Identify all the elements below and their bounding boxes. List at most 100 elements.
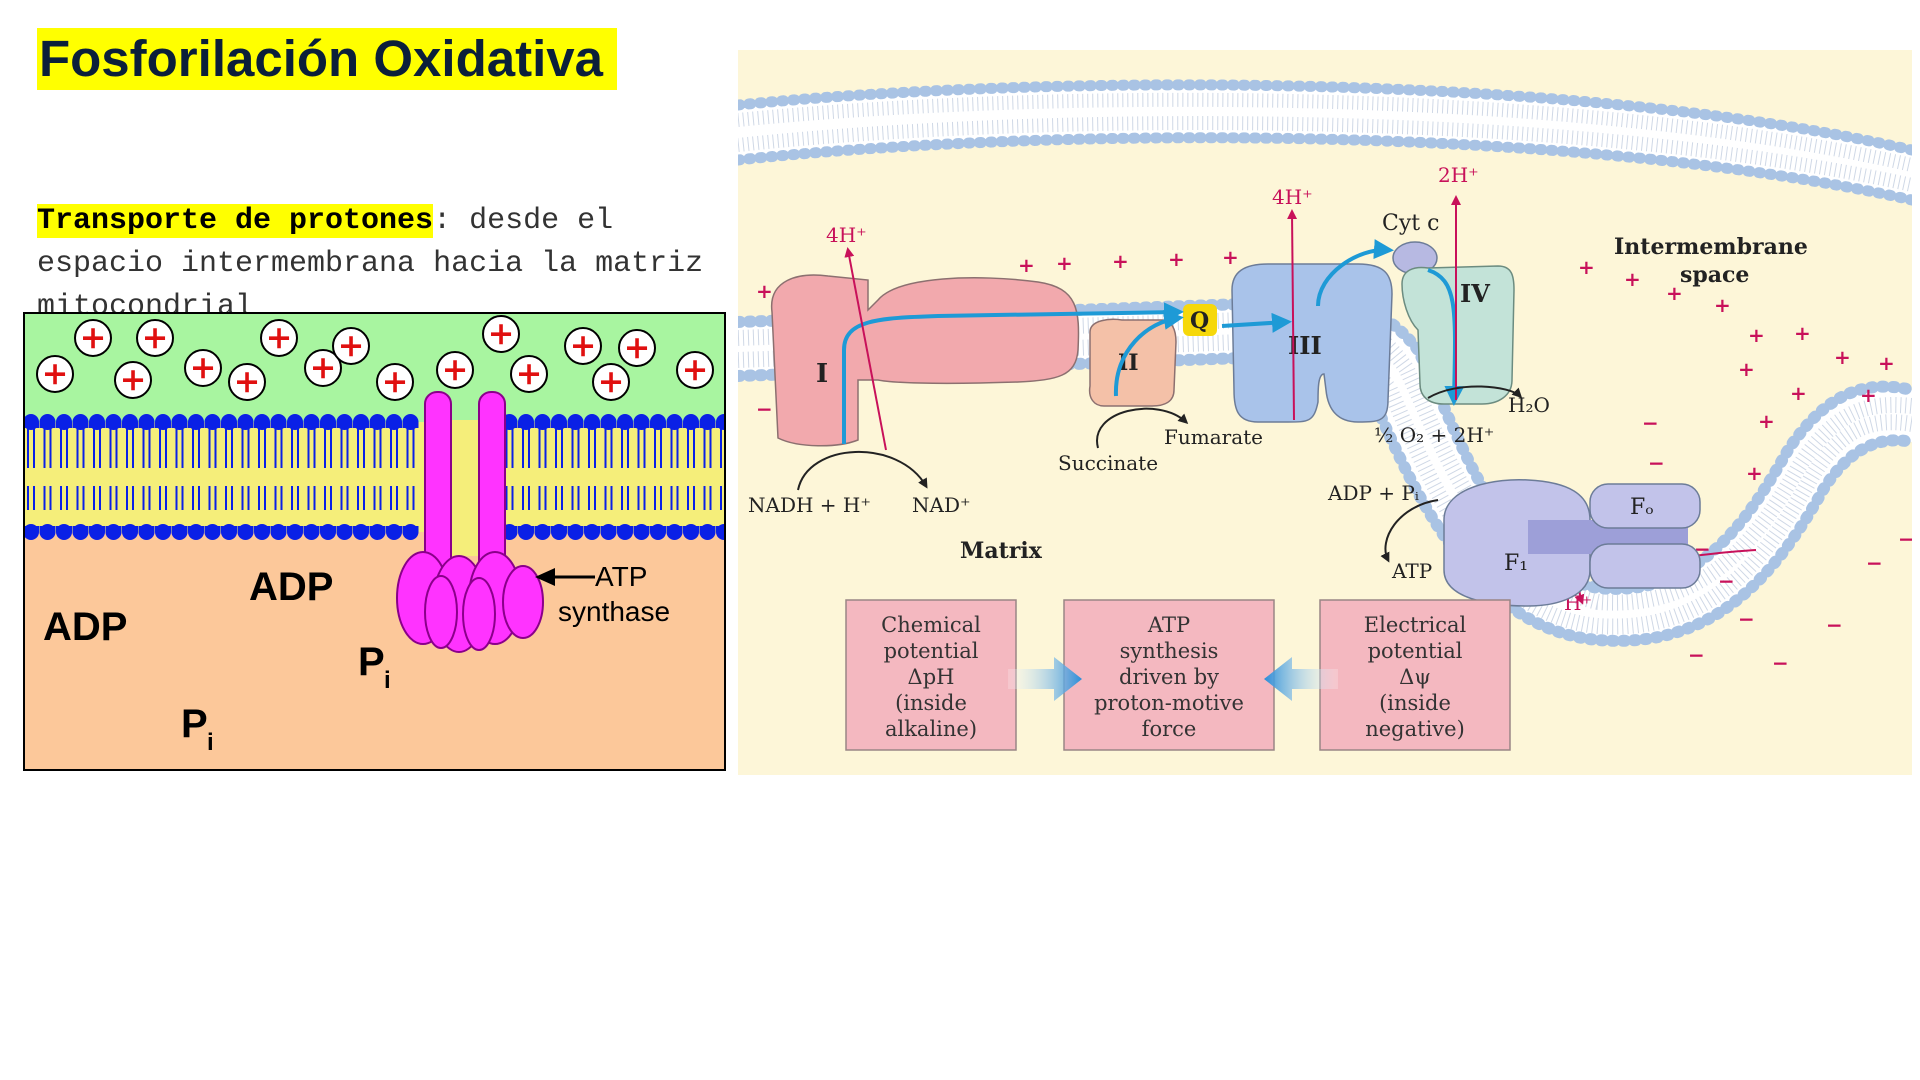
svg-text:+: + (234, 362, 261, 400)
water-label: H₂O (1508, 393, 1550, 417)
svg-text:−: − (756, 397, 773, 421)
svg-text:+: + (190, 348, 217, 386)
body-paragraph: Transporte de protones: desde el espacio… (37, 200, 737, 329)
proton: + (332, 326, 370, 365)
adp-pi-label: ADP + Pᵢ (1327, 481, 1419, 505)
complex-iv-label: IV (1460, 279, 1490, 308)
svg-text:+: + (1834, 345, 1851, 369)
proton: + (74, 318, 112, 357)
atp-label: ATP (595, 561, 647, 592)
proton: + (228, 362, 266, 401)
svg-text:synthesis: synthesis (1120, 639, 1219, 663)
svg-text:+: + (1860, 383, 1877, 407)
matrix-region (23, 532, 726, 771)
svg-text:potential: potential (1368, 639, 1463, 663)
proton: + (260, 318, 298, 357)
svg-text:+: + (1056, 251, 1073, 275)
svg-text:Chemical: Chemical (881, 613, 981, 637)
f1-label: F₁ (1504, 551, 1528, 576)
complex-iv: IV (1401, 265, 1515, 405)
svg-text:P: P (358, 640, 385, 684)
atp-product-label: ATP (1391, 559, 1432, 583)
svg-text:+: + (1758, 409, 1775, 433)
svg-text:+: + (1794, 321, 1811, 345)
svg-text:+: + (42, 354, 69, 392)
h-label-complex-i: 4H⁺ (826, 223, 867, 247)
reaction-arrows (797, 385, 1523, 563)
phosphate-label-upper: P i (358, 640, 391, 694)
proton: + (184, 348, 222, 387)
svg-text:+: + (1746, 461, 1763, 485)
arrow-electrical-to-synthesis (1264, 657, 1338, 701)
svg-text:Electrical: Electrical (1364, 613, 1467, 637)
svg-text:potential: potential (884, 639, 979, 663)
phosphate-label-lower: P i (181, 702, 214, 756)
complex-i-label: I (816, 359, 828, 389)
svg-text:force: force (1142, 717, 1197, 741)
proton: + (304, 348, 342, 387)
svg-text:+: + (338, 326, 365, 364)
svg-text:+: + (1624, 267, 1641, 291)
intermembrane-label-line2: space (1680, 262, 1749, 288)
svg-text:(inside: (inside (1379, 691, 1451, 715)
svg-text:i: i (207, 729, 214, 756)
svg-text:+: + (80, 318, 107, 356)
svg-text:+: + (1222, 245, 1239, 269)
matrix-label: Matrix (960, 538, 1043, 564)
svg-text:alkaline): alkaline) (885, 717, 977, 741)
proton: + (592, 362, 630, 401)
proton: + (114, 360, 152, 399)
arrow-chemical-to-synthesis (1008, 657, 1082, 701)
complex-iii: III (1231, 263, 1393, 423)
svg-text:−: − (1826, 613, 1843, 637)
svg-text:+: + (1018, 253, 1035, 277)
fumarate-label: Fumarate (1164, 425, 1263, 449)
chemical-potential-box: Chemical potential ΔpH (inside alkaline) (845, 599, 1017, 751)
highlight-term: Transporte de protones (37, 204, 434, 238)
svg-text:+: + (120, 360, 147, 398)
svg-text:+: + (488, 314, 515, 352)
adp-label-right: ADP (249, 565, 333, 609)
cyt-c-label: Cyt c (1382, 211, 1439, 236)
outer-membrane (738, 79, 1912, 206)
paragraph-rest: : desde el espacio intermembrana hacia l… (37, 204, 704, 324)
proton: + (564, 326, 602, 365)
synthase-label: synthase (558, 596, 670, 627)
svg-text:i: i (384, 667, 391, 694)
figure-border (23, 312, 726, 771)
svg-text:−: − (1718, 569, 1735, 593)
adp-label-left: ADP (43, 605, 127, 649)
proton: + (676, 350, 714, 389)
ubiquinone-q: Q (1183, 304, 1217, 336)
electrical-potential-box: Electrical potential Δψ (inside negative… (1319, 599, 1511, 751)
svg-text:−: − (1738, 607, 1755, 631)
svg-text:driven by: driven by (1119, 665, 1219, 689)
succinate-label: Succinate (1058, 451, 1158, 475)
atp-synthase (396, 391, 544, 653)
proton-cluster: +++++++++++++++++ (36, 314, 714, 401)
svg-text:+: + (570, 326, 597, 364)
svg-text:+: + (1112, 249, 1129, 273)
lipid-bilayer (23, 414, 726, 540)
svg-text:+: + (1714, 293, 1731, 317)
proton: + (618, 328, 656, 367)
svg-text:+: + (516, 354, 543, 392)
svg-text:+: + (1168, 247, 1185, 271)
h-label-complex-iv: 2H⁺ (1438, 163, 1479, 187)
svg-text:Q: Q (1190, 308, 1209, 334)
svg-text:−: − (1648, 451, 1665, 475)
svg-text:−: − (1642, 411, 1659, 435)
proton: + (482, 314, 520, 353)
atp-synthesis-box: ATP synthesis driven by proton-motive fo… (1063, 599, 1275, 751)
electron-flow-arrows (842, 239, 1465, 444)
svg-text:ΔpH: ΔpH (908, 665, 955, 689)
proton: + (436, 350, 474, 389)
h-label-complex-iii: 4H⁺ (1272, 185, 1313, 209)
electron-transport-chain-diagram: ++++++ ++++++ +++++++ −−−−−− −−−−−−−− I … (738, 50, 1912, 775)
svg-text:+: + (682, 350, 709, 388)
svg-text:+: + (442, 350, 469, 388)
svg-text:proton-motive: proton-motive (1094, 691, 1244, 715)
svg-text:+: + (1878, 351, 1895, 375)
svg-text:(inside: (inside (895, 691, 967, 715)
complex-ii: II (1088, 318, 1177, 407)
